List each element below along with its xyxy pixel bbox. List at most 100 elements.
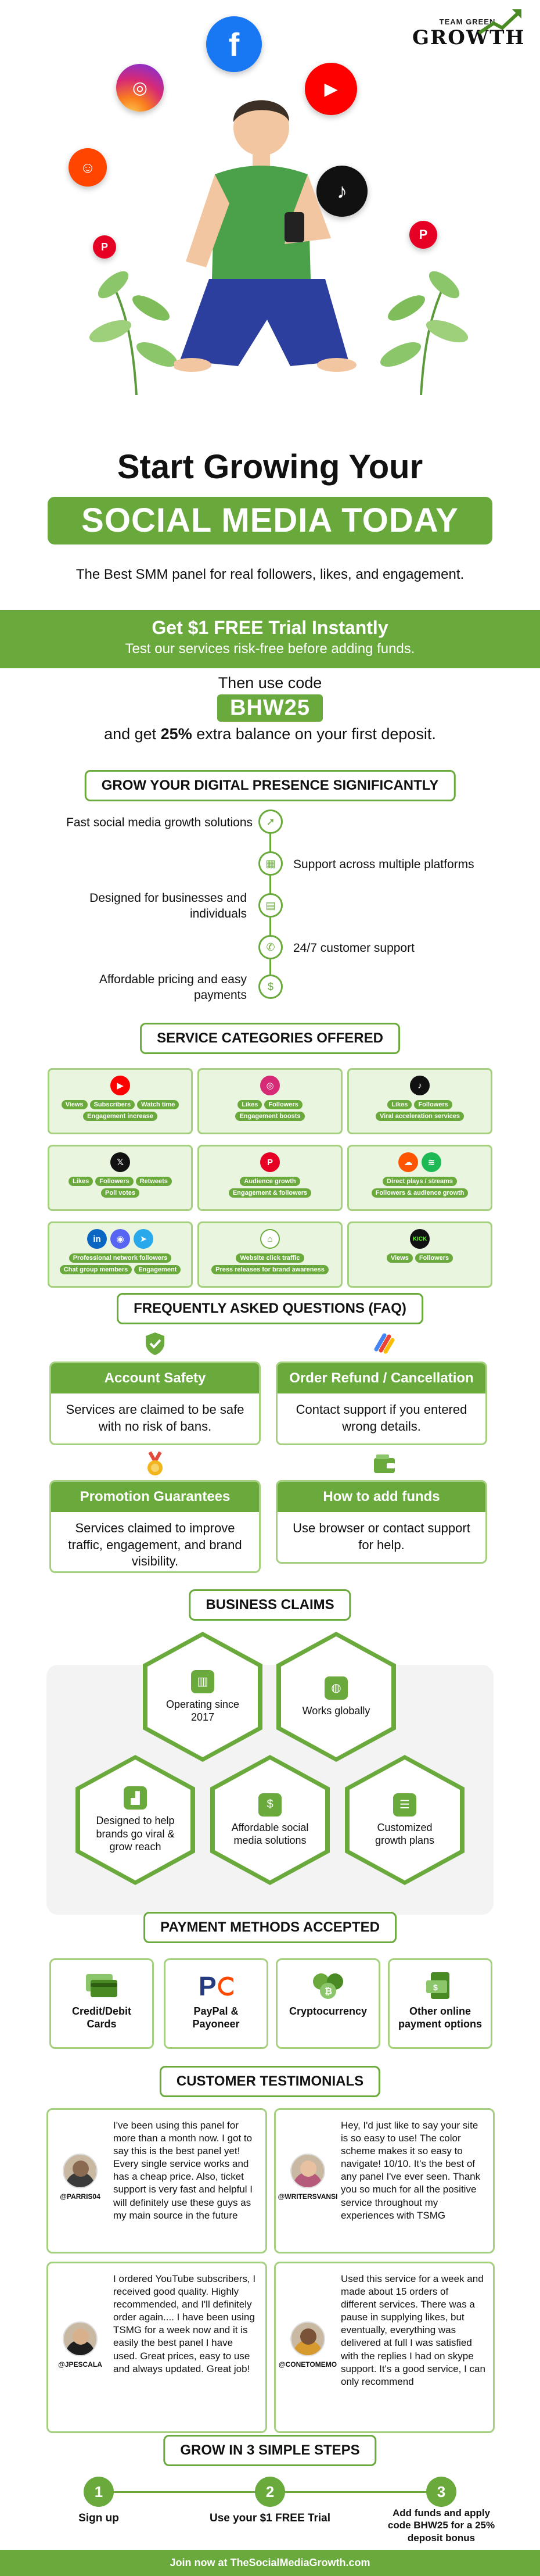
category-tag: Engagement boosts: [235, 1112, 305, 1121]
spotify-icon: ≋: [422, 1152, 441, 1172]
avatar: [290, 2154, 325, 2188]
category-card-music[interactable]: ☁ ≋ Direct plays / streams Followers & a…: [347, 1145, 492, 1211]
steps-section-title: GROW IN 3 SIMPLE STEPS: [163, 2435, 377, 2466]
category-card-youtube[interactable]: ▶ Views Subscribers Watch time Engagemen…: [48, 1068, 193, 1134]
reddit-icon: ☺: [69, 148, 107, 187]
faq-question: Order Refund / Cancellation: [278, 1363, 485, 1393]
category-tag: Likes: [69, 1177, 93, 1186]
step-label: Sign up: [78, 2512, 119, 2524]
step-number: 2: [255, 2477, 285, 2507]
faq-card-refund[interactable]: Order Refund / Cancellation Contact supp…: [276, 1362, 487, 1445]
category-tag: Engagement: [134, 1265, 181, 1274]
linkedin-icon: in: [87, 1229, 107, 1249]
category-card-x[interactable]: 𝕏 Likes Followers Retweets Poll votes: [48, 1145, 193, 1211]
category-tag: Subscribers: [89, 1100, 135, 1109]
category-tag: Likes: [387, 1100, 412, 1109]
payment-card-credit[interactable]: Credit/Debit Cards: [49, 1958, 154, 2049]
presence-item-5: Affordable pricing and easy payments: [99, 973, 247, 1002]
avatar: [63, 2154, 98, 2188]
faq-card-add-funds[interactable]: How to add funds Use browser or contact …: [276, 1480, 487, 1564]
pinterest-small-icon: P: [93, 235, 116, 259]
category-tag: Engagement increase: [83, 1112, 157, 1121]
platforms-icon: ▦: [258, 851, 283, 876]
growth-chart-icon: ▟: [124, 1786, 147, 1810]
growth-arrow-icon: [478, 9, 521, 35]
website-icon: ⌂: [260, 1229, 280, 1249]
payment-label: Other online payment options: [398, 2005, 482, 2030]
testimonial-handle: @JPESCALA: [58, 2360, 102, 2369]
presence-item-2: Support across multiple platforms: [293, 858, 474, 871]
person-with-phone-illustration: [174, 100, 357, 372]
paypal-payoneer-icon: P: [199, 1970, 233, 2001]
faq-answer: Use browser or contact support for help.: [293, 1521, 470, 1552]
presence-item-3: Designed for businesses and individuals: [89, 891, 247, 921]
category-tag: Followers: [264, 1100, 303, 1109]
faq-card-account-safety[interactable]: Account Safety Services are claimed to b…: [49, 1362, 261, 1445]
category-card-networks[interactable]: in ◉ ➤ Professional network followers Ch…: [48, 1221, 193, 1288]
testimonial-card: @WRITERSVANSI Hey, I'd just like to say …: [274, 2108, 495, 2253]
category-tag: Followers: [95, 1177, 134, 1186]
testimonials-section-title: CUSTOMER TESTIMONIALS: [159, 2066, 381, 2097]
svg-text:P: P: [199, 1971, 217, 2000]
promo-code[interactable]: BHW25: [217, 694, 323, 722]
payment-coin-icon: $: [258, 974, 283, 999]
claim-hexagon: $ Affordable social media solutions: [210, 1755, 330, 1885]
testimonial-card: @PARRIS04 I've been using this panel for…: [46, 2108, 267, 2253]
leaf-plant-left: [89, 271, 178, 395]
footer-cta[interactable]: Join now at TheSocialMediaGrowth.com: [0, 2550, 540, 2576]
step-number: 1: [84, 2477, 114, 2507]
discord-icon: ◉: [110, 1229, 130, 1249]
online-payment-icon: $: [423, 1970, 458, 2001]
instagram-icon: ◎: [260, 1076, 280, 1095]
youtube-icon: ▶: [305, 63, 357, 115]
payment-card-other[interactable]: $ Other online payment options: [388, 1958, 492, 2049]
pinterest-icon: P: [260, 1152, 280, 1172]
brand-logo[interactable]: TEAM GREEN GROWTH: [412, 9, 524, 49]
testimonial-handle: @PARRIS04: [60, 2192, 100, 2201]
presence-item-1: Fast social media growth solutions: [66, 816, 253, 829]
testimonial-text: Used this service for a week and made ab…: [341, 2273, 485, 2387]
category-tag: Likes: [237, 1100, 262, 1109]
category-tag: Press releases for brand awareness: [211, 1265, 329, 1274]
promo-extra-prefix: and get: [104, 725, 161, 743]
rocket-icon: ➚: [258, 809, 283, 834]
category-card-kick[interactable]: KICK Views Followers: [347, 1221, 492, 1288]
category-card-website[interactable]: ⌂ Website click traffic Press releases f…: [197, 1221, 343, 1288]
credit-card-icon: [84, 1970, 119, 2001]
faq-answer: Services are claimed to be safe with no …: [66, 1402, 244, 1434]
avatar: [290, 2321, 325, 2356]
faq-answer: Contact support if you entered wrong det…: [296, 1402, 467, 1434]
category-tag: Views: [61, 1100, 88, 1109]
payment-label: Cryptocurrency: [289, 2005, 368, 2017]
faq-answer: Services claimed to improve traffic, eng…: [68, 1521, 242, 1569]
category-tag: Professional network followers: [69, 1253, 172, 1263]
payment-card-crypto[interactable]: ₿ Cryptocurrency: [276, 1958, 380, 2049]
promo-then-text: Then use code: [218, 674, 322, 692]
hero-headline-highlight: SOCIAL MEDIA TODAY: [48, 497, 492, 544]
facebook-icon: f: [206, 16, 262, 72]
step-label: Use your $1 FREE Trial: [209, 2512, 331, 2524]
category-card-pinterest[interactable]: P Audience growth Engagement & followers: [197, 1145, 343, 1211]
step-number: 3: [426, 2477, 456, 2507]
claim-hexagon: ▥ Operating since 2017: [143, 1632, 262, 1762]
promo-code-block: Then use code BHW25 and get 25% extra ba…: [0, 674, 540, 743]
category-card-instagram[interactable]: ◎ Likes Followers Engagement boosts: [197, 1068, 343, 1134]
payment-section-title: PAYMENT METHODS ACCEPTED: [143, 1912, 397, 1943]
category-tag: Direct plays / streams: [383, 1177, 457, 1186]
crypto-coins-icon: ₿: [311, 1970, 345, 2001]
free-trial-banner[interactable]: Get $1 FREE Trial Instantly Test our ser…: [0, 610, 540, 668]
money-bag-icon: $: [258, 1793, 282, 1817]
hero-tagline: The Best SMM panel for real followers, l…: [75, 567, 465, 582]
category-tag: Followers: [414, 1100, 452, 1109]
claim-label: Designed to help brands go viral & grow …: [96, 1815, 175, 1853]
payment-card-paypal[interactable]: P PayPal & Payoneer: [164, 1958, 268, 2049]
promo-extra-percent: 25%: [160, 725, 192, 743]
faq-card-promotion[interactable]: Promotion Guarantees Services claimed to…: [49, 1480, 261, 1573]
category-tag: Audience growth: [240, 1177, 300, 1186]
globe-icon: ◍: [325, 1676, 348, 1700]
category-card-tiktok[interactable]: ♪ Likes Followers Viral acceleration ser…: [347, 1068, 492, 1134]
claim-hexagon: ◍ Works globally: [276, 1632, 396, 1762]
faq-question: Promotion Guarantees: [51, 1482, 259, 1512]
svg-text:$: $: [433, 1983, 438, 1992]
svg-text:₿: ₿: [325, 1986, 332, 1997]
